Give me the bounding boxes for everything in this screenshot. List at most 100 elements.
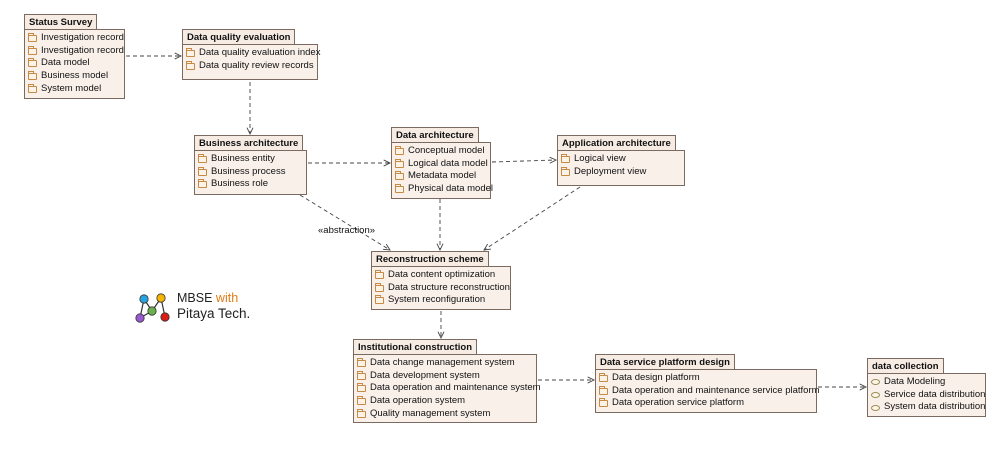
folder-icon	[357, 357, 366, 367]
package-item-label: Business process	[211, 165, 286, 177]
package-item-label: Data structure reconstruction	[388, 281, 510, 293]
package-item[interactable]: Data structure reconstruction	[372, 282, 510, 295]
folder-icon	[198, 166, 207, 176]
package-item[interactable]: Metadata model	[392, 170, 490, 183]
package-item[interactable]: Physical data model	[392, 183, 494, 196]
package-item-label: Conceptual model	[408, 145, 485, 156]
package-item-label: System model	[41, 82, 102, 94]
package-item[interactable]: Data quality review records	[183, 60, 317, 73]
package-item[interactable]: Logical view	[558, 153, 684, 166]
package-item-label: Data design platform	[612, 372, 700, 383]
package-item-label: Data operation and maintenance system	[370, 382, 541, 394]
package-title: Status Survey	[24, 14, 98, 30]
package-item-label: Deployment view	[574, 165, 647, 177]
package-item-label: Quality management system	[370, 407, 491, 419]
abstraction-stereotype-label: «abstraction»	[318, 225, 376, 236]
arrowhead-icon	[437, 331, 445, 340]
package-title: Business architecture	[194, 135, 304, 151]
dependency-line	[491, 159, 557, 163]
folder-icon	[357, 370, 366, 380]
package-item[interactable]: Data Modeling	[868, 376, 985, 389]
package-item[interactable]: Data development system	[354, 370, 536, 383]
folder-icon	[357, 408, 366, 418]
folder-icon	[28, 32, 37, 42]
arrowhead-icon	[587, 376, 596, 384]
package-item[interactable]: Deployment view	[558, 166, 684, 179]
package-item-label: Business entity	[211, 153, 275, 164]
package-title: Application architecture	[557, 135, 676, 151]
folder-icon	[198, 179, 207, 189]
package-item[interactable]: System data distribution	[868, 401, 985, 414]
package-item-label: Physical data model	[408, 183, 494, 195]
package-item-label: Data operation service platform	[612, 397, 745, 409]
package-item[interactable]: Investigation record	[25, 32, 124, 45]
dependency-line	[483, 186, 581, 251]
package-item[interactable]: Quality management system	[354, 408, 536, 421]
package-item[interactable]: Business model	[25, 70, 124, 83]
package-item-label: Business model	[41, 70, 109, 82]
package-item-label: Investigation record	[41, 32, 124, 43]
package-data-service-platform-design[interactable]: Data service platform design Data design…	[595, 354, 820, 413]
package-title: Data quality evaluation	[182, 29, 296, 45]
package-item[interactable]: Data change management system	[354, 357, 536, 370]
logo-line-1: MBSE with	[177, 291, 238, 305]
package-title: Institutional construction	[353, 339, 477, 355]
package-item[interactable]: Investigation record	[25, 45, 124, 58]
package-item[interactable]: Data operation system	[354, 395, 536, 408]
folder-icon	[599, 385, 608, 395]
package-item[interactable]: Business process	[195, 166, 306, 179]
folder-icon	[357, 383, 366, 393]
folder-icon	[395, 145, 404, 155]
logo-mbse-text: MBSE	[177, 291, 213, 305]
arrowhead-icon	[383, 159, 392, 167]
package-item-label: Metadata model	[408, 170, 477, 182]
folder-icon	[395, 171, 404, 181]
folder-icon	[28, 83, 37, 93]
package-data-quality-evaluation[interactable]: Data quality evaluation Data quality eva…	[182, 29, 321, 80]
package-item[interactable]: Data quality evaluation index	[183, 47, 321, 60]
package-item[interactable]: Data model	[25, 57, 124, 70]
folder-icon	[561, 166, 570, 176]
dependency-line	[299, 194, 391, 251]
package-item[interactable]: Logical data model	[392, 158, 490, 171]
package-item[interactable]: Data operation and maintenance service p…	[596, 385, 820, 398]
usecase-icon	[871, 392, 880, 399]
package-reconstruction-scheme[interactable]: Reconstruction scheme Data content optim…	[371, 251, 511, 310]
package-item[interactable]: Data content optimization	[372, 269, 510, 282]
package-item[interactable]: Data design platform	[596, 372, 816, 385]
package-item[interactable]: Service data distribution	[868, 389, 985, 402]
package-item[interactable]: Data operation service platform	[596, 397, 816, 410]
package-item-label: Data operation system	[370, 395, 466, 407]
arrowhead-icon	[382, 243, 391, 251]
folder-icon	[357, 395, 366, 405]
package-item[interactable]: Conceptual model	[392, 145, 490, 158]
package-item-label: Logical data model	[408, 157, 488, 169]
arrowhead-icon	[174, 52, 183, 60]
package-title: Reconstruction scheme	[371, 251, 489, 267]
package-item[interactable]: Business role	[195, 178, 306, 191]
package-item-label: Data model	[41, 57, 90, 69]
arrowhead-icon	[483, 243, 491, 251]
folder-icon	[186, 47, 195, 57]
package-item[interactable]: System reconfiguration	[372, 294, 510, 307]
logo-with-text: with	[215, 291, 239, 305]
package-item-label: Data operation and maintenance service p…	[612, 384, 820, 396]
package-item-label: Data quality evaluation index	[199, 47, 321, 58]
package-item[interactable]: System model	[25, 83, 124, 96]
package-item[interactable]: Data operation and maintenance system	[354, 382, 541, 395]
package-item[interactable]: Business entity	[195, 153, 306, 166]
package-item-label: Business role	[211, 178, 269, 190]
package-institutional-construction[interactable]: Institutional construction Data change m…	[353, 339, 541, 423]
package-item-label: Investigation record	[41, 44, 124, 56]
package-item-label: Data development system	[370, 369, 480, 381]
